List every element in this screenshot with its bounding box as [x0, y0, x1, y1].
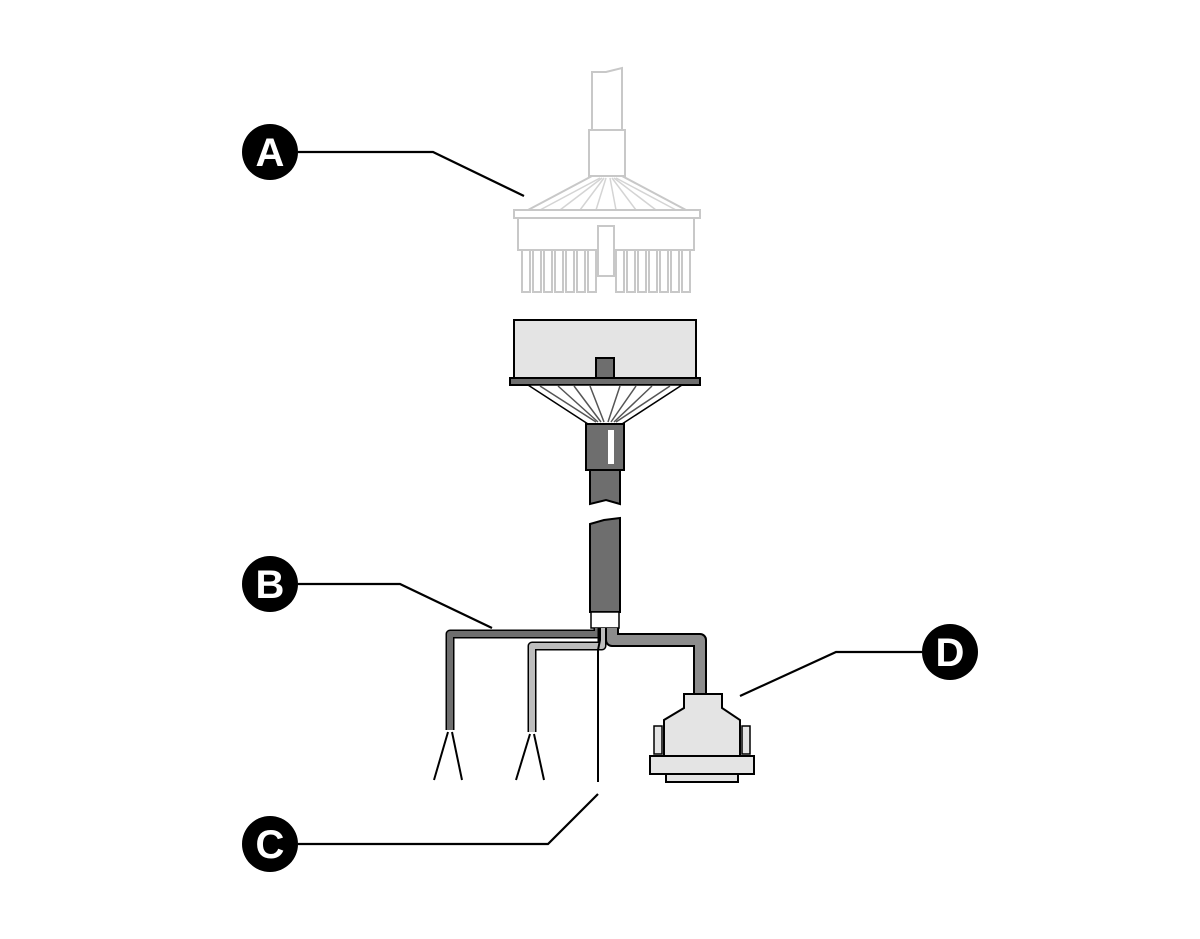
- callout-d-badge: [922, 624, 978, 680]
- leader-line-c: [298, 793, 599, 846]
- dsub-backshell: [663, 693, 741, 759]
- dsub-shell: [665, 773, 739, 783]
- callout-a: A: [242, 124, 298, 180]
- cable-lower-segment: [589, 516, 621, 613]
- main-connector: [509, 319, 701, 506]
- ghost-cable: [591, 66, 623, 131]
- connector-key: [595, 357, 615, 379]
- leader-line-a: [298, 150, 525, 197]
- dsub-flange: [649, 755, 755, 775]
- ghost-latch: [597, 225, 615, 277]
- leader-line-d: [739, 650, 922, 697]
- dsub-screw-left: [653, 725, 663, 755]
- callout-d: D: [922, 624, 978, 680]
- callout-a-badge: [242, 124, 298, 180]
- main-cable: [589, 516, 621, 629]
- callout-c: C: [242, 816, 298, 872]
- mating-connector-ghost: [513, 66, 701, 293]
- callout-b-badge: [242, 556, 298, 612]
- connector-flange: [509, 377, 701, 386]
- ghost-cable-sleeve: [588, 129, 626, 177]
- dsub-screw-right: [741, 725, 751, 755]
- callout-c-badge: [242, 816, 298, 872]
- ghost-pins: [521, 249, 691, 293]
- cable-upper-segment: [589, 469, 621, 506]
- cable-boot-highlight: [608, 430, 614, 464]
- wire-end-light: [515, 733, 545, 781]
- cable-boot: [585, 423, 625, 471]
- breakout-wires: [433, 628, 707, 782]
- wire-end-dark: [433, 731, 463, 781]
- callout-c-label: C: [256, 823, 285, 867]
- ghost-flange: [513, 209, 701, 219]
- callout-a-label: A: [256, 131, 285, 175]
- callout-d-label: D: [936, 631, 965, 675]
- ghost-fanout: [527, 175, 687, 211]
- connector-fanout-wires: [539, 385, 671, 423]
- leader-line-b: [298, 582, 493, 629]
- connector-fanout: [525, 384, 685, 425]
- callout-b: B: [242, 556, 298, 612]
- ghost-fanout-wires: [539, 177, 677, 211]
- dsub-connector: [649, 693, 755, 783]
- callout-b-label: B: [256, 563, 285, 607]
- cable-breakout-sleeve: [590, 611, 620, 629]
- drain-wire: [597, 628, 601, 782]
